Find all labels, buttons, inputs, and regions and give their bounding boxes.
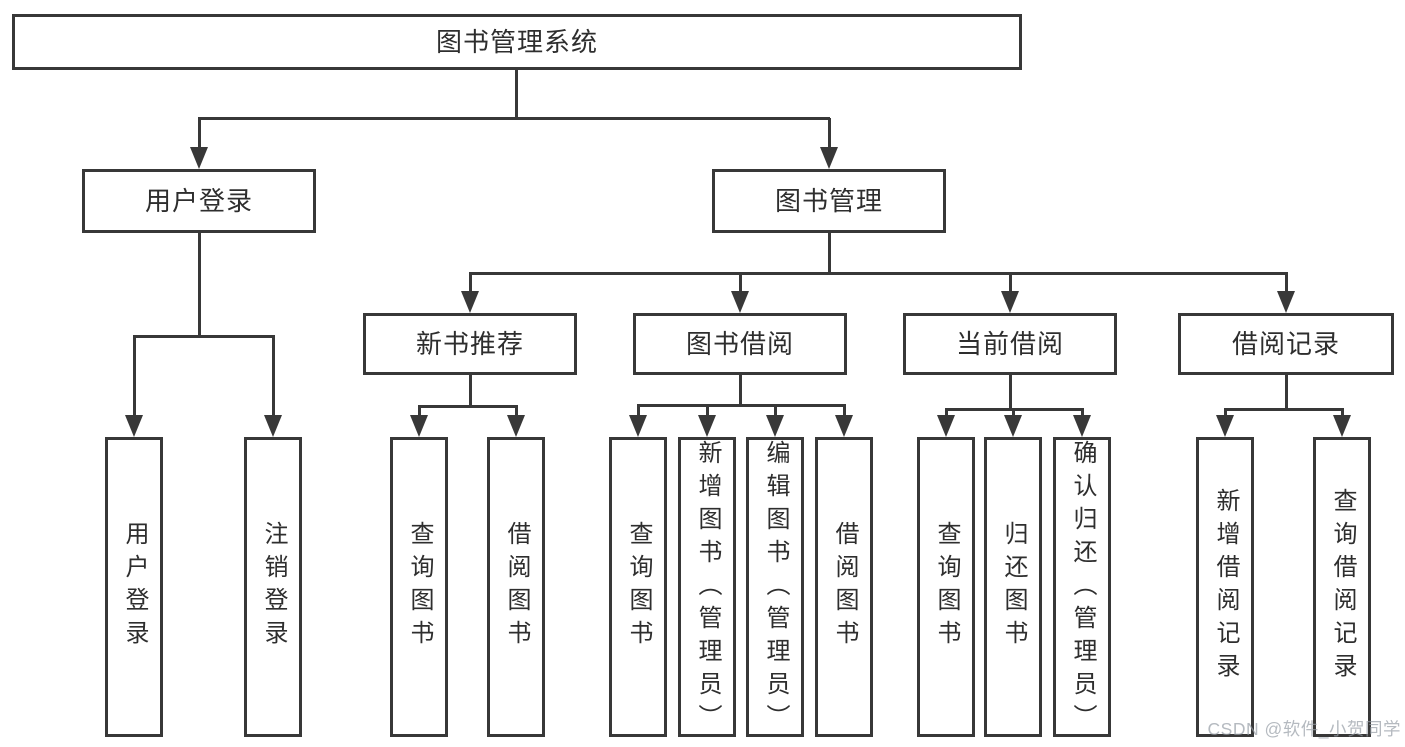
- leaf-borrow-books: 借阅图书: [815, 437, 873, 737]
- leaf-borrow-books-recommend: 借阅图书: [487, 437, 545, 737]
- connector-root-feed: [515, 70, 518, 118]
- arrow-down-icon: [1216, 415, 1234, 437]
- arrow-down-icon: [461, 291, 479, 313]
- connector-drop-b1: [418, 405, 421, 417]
- connector-drop-b2: [515, 405, 518, 417]
- leaf-add-borrow-record: 新增借阅记录: [1196, 437, 1254, 737]
- connector-drop-c2: [706, 404, 709, 417]
- leaf-search-books-current: 查询图书: [917, 437, 975, 737]
- leaf-search-books-borrow: 查询图书: [609, 437, 667, 737]
- arrow-down-icon: [1001, 291, 1019, 313]
- connector-records-splitter: [1224, 408, 1344, 411]
- node-new-book-recommendation: 新书推荐: [363, 313, 577, 375]
- connector-drop-d1: [945, 408, 948, 417]
- connector-current-feed: [1009, 375, 1012, 411]
- leaf-add-books-admin: 新增图书（管理员）: [678, 437, 736, 737]
- node-book-management: 图书管理: [712, 169, 946, 233]
- leaf-search-books-recommend: 查询图书: [390, 437, 448, 737]
- leaf-logout: 注销登录: [244, 437, 302, 737]
- connector-drop-borrowing: [739, 272, 742, 293]
- connector-login-splitter: [133, 335, 274, 338]
- leaf-search-borrow-record: 查询借阅记录: [1313, 437, 1371, 737]
- connector-drop-user-login: [198, 118, 201, 148]
- connector-drop-d3: [1081, 408, 1084, 417]
- csdn-watermark: CSDN @软件_小贺同学: [1207, 719, 1401, 739]
- arrow-down-icon: [190, 147, 208, 169]
- arrow-down-icon: [410, 415, 428, 437]
- arrow-down-icon: [835, 415, 853, 437]
- connector-drop-book-management: [828, 118, 831, 148]
- connector-borrowing-splitter: [637, 404, 846, 407]
- connector-drop-leaf-login: [133, 335, 136, 416]
- arrow-down-icon: [507, 415, 525, 437]
- leaf-edit-books-admin: 编辑图书（管理员）: [746, 437, 804, 737]
- arrow-down-icon: [125, 415, 143, 437]
- connector-drop-recommend: [469, 272, 472, 293]
- arrow-down-icon: [1073, 415, 1091, 437]
- node-book-borrowing: 图书借阅: [633, 313, 847, 375]
- connector-drop-current: [1009, 272, 1012, 293]
- node-current-borrowing: 当前借阅: [903, 313, 1117, 375]
- arrow-down-icon: [766, 415, 784, 437]
- connector-drop-e2: [1341, 408, 1344, 417]
- connector-drop-c1: [637, 404, 640, 417]
- arrow-down-icon: [1277, 291, 1295, 313]
- arrow-down-icon: [820, 147, 838, 169]
- connector-drop-leaf-logout: [272, 335, 275, 416]
- connector-user-login-feed: [198, 233, 201, 336]
- connector-borrowing-feed: [739, 375, 742, 406]
- arrow-down-icon: [937, 415, 955, 437]
- connector-recommend-splitter: [418, 405, 518, 408]
- arrow-down-icon: [629, 415, 647, 437]
- arrow-down-icon: [264, 415, 282, 437]
- arrow-down-icon: [1333, 415, 1351, 437]
- leaf-user-login: 用户登录: [105, 437, 163, 737]
- connector-drop-e1: [1224, 408, 1227, 417]
- connector-level3-splitter: [469, 272, 1287, 275]
- connector-book-management-feed: [828, 233, 831, 273]
- leaf-return-books: 归还图书: [984, 437, 1042, 737]
- connector-drop-d2: [1012, 408, 1015, 417]
- connector-level2-splitter: [198, 117, 830, 120]
- arrow-down-icon: [698, 415, 716, 437]
- node-borrowing-records: 借阅记录: [1178, 313, 1394, 375]
- connector-records-feed: [1285, 375, 1288, 411]
- node-library-management-system: 图书管理系统: [12, 14, 1022, 70]
- connector-drop-c3: [774, 404, 777, 417]
- node-user-login: 用户登录: [82, 169, 316, 233]
- connector-recommend-feed: [469, 375, 472, 408]
- connector-drop-records: [1285, 272, 1288, 293]
- leaf-confirm-return-admin: 确认归还（管理员）: [1053, 437, 1111, 737]
- arrow-down-icon: [731, 291, 749, 313]
- arrow-down-icon: [1004, 415, 1022, 437]
- connector-drop-c4: [843, 404, 846, 417]
